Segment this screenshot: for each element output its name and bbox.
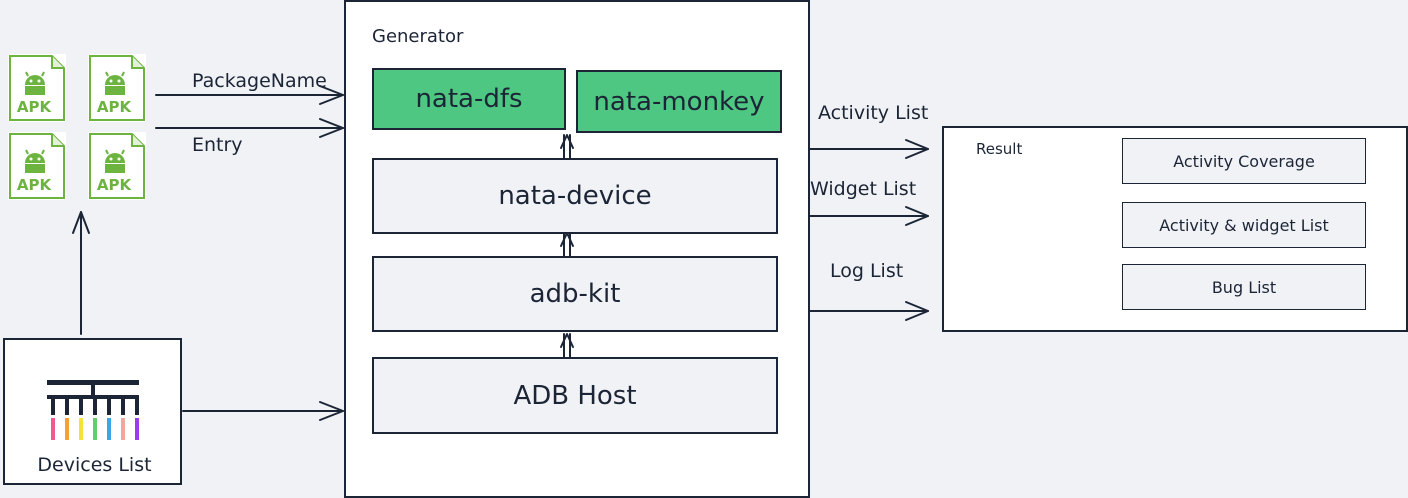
nata-monkey-plugin: nata-monkey: [576, 70, 782, 133]
nata-device-layer: nata-device: [372, 158, 778, 234]
adb-kit-layer: adb-kit: [372, 256, 778, 332]
apk-label: APK: [96, 98, 132, 116]
devices-list-box: Devices List: [3, 338, 182, 485]
device-leg: [121, 399, 125, 415]
nata-dfs-plugin: nata-dfs: [372, 68, 566, 130]
widget-list-label: Widget List: [810, 178, 917, 200]
package-name-label: PackageName: [192, 70, 327, 92]
device-leg: [107, 399, 111, 415]
activity-coverage-item: Activity Coverage: [1122, 138, 1366, 184]
device-stripe: [65, 418, 69, 440]
bug-list-item: Bug List: [1122, 264, 1366, 310]
log-list-label: Log List: [830, 260, 904, 282]
apk-label: APK: [16, 176, 52, 194]
activity-list-label: Activity List: [818, 102, 929, 124]
apk-file-icon: APK: [8, 132, 66, 200]
devices-list-label: Devices List: [37, 454, 152, 476]
device-stripe: [93, 418, 97, 440]
device-leg: [65, 399, 69, 415]
apk-label: APK: [16, 98, 52, 116]
device-stripe: [121, 418, 125, 440]
devices-icon: [47, 380, 139, 440]
device-leg: [51, 399, 55, 415]
result-title: Result: [976, 140, 1023, 158]
apk-file-icon: APK: [88, 132, 146, 200]
device-stripe: [135, 418, 139, 440]
device-leg: [79, 399, 83, 415]
activity-widget-list-item: Activity & widget List: [1122, 202, 1366, 248]
adb-host-layer: ADB Host: [372, 357, 778, 434]
apk-file-icon: APK: [8, 54, 66, 122]
device-stripe: [51, 418, 55, 440]
entry-label: Entry: [192, 134, 243, 156]
device-stripe: [79, 418, 83, 440]
device-stripe: [107, 418, 111, 440]
device-leg: [93, 399, 97, 415]
apk-label: APK: [96, 176, 132, 194]
device-leg: [135, 399, 139, 415]
generator-title: Generator: [372, 26, 464, 47]
apk-file-icon: APK: [88, 54, 146, 122]
